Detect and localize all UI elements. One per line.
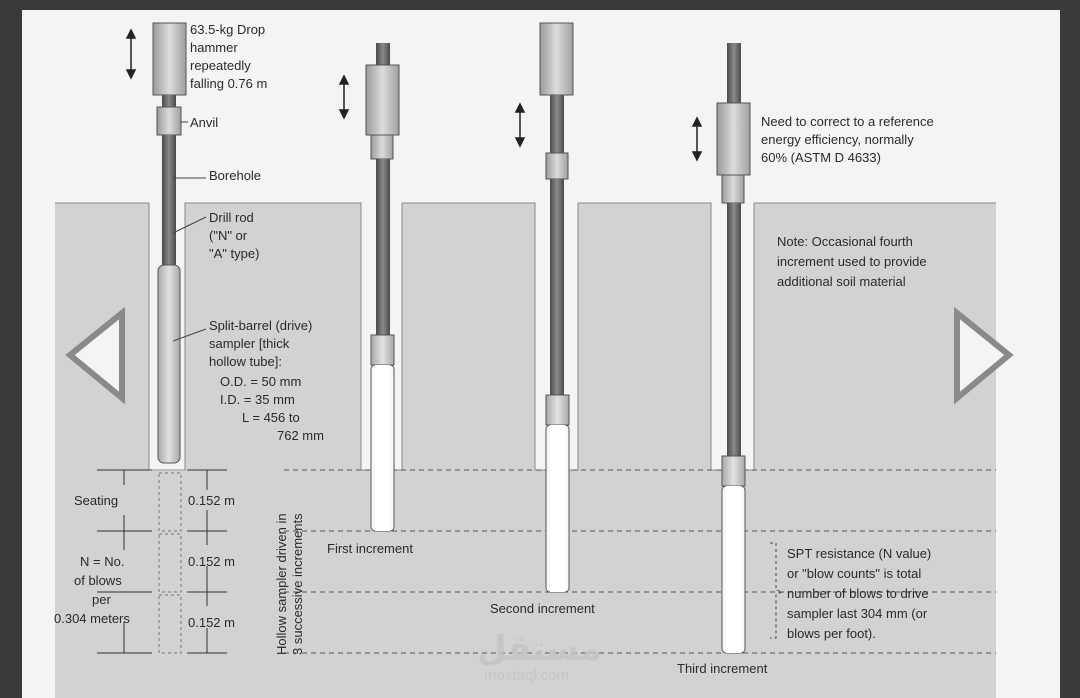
spt-note: SPT resistance (N value) — [787, 546, 931, 561]
increment-2-value: 0.152 m — [188, 554, 235, 569]
drop-hammer-2 — [365, 64, 400, 136]
increment-3-value: 0.152 m — [188, 615, 235, 630]
increment-1-value: 0.152 m — [188, 493, 235, 508]
n-label-3: per — [92, 592, 111, 607]
anvil-3 — [545, 152, 569, 180]
spt-note-4: sampler last 304 mm (or — [787, 606, 928, 621]
sampler-label-2: sampler [thick — [209, 336, 290, 351]
motion-arrow-2 — [338, 74, 350, 120]
diagram-canvas: 63.5-kg Drop hammer repeatedly falling 0… — [22, 10, 1060, 698]
drill-rod-label: Drill rod — [209, 210, 254, 225]
spt-note-5: blows per foot). — [787, 626, 876, 641]
labels: 63.5-kg Drop hammer repeatedly falling 0… — [54, 22, 934, 676]
fourth-increment-note-2: increment used to provide — [777, 254, 927, 269]
hammer-label: 63.5-kg Drop — [190, 22, 265, 37]
spt-diagram: 63.5-kg Drop hammer repeatedly falling 0… — [54, 22, 1014, 698]
stage-2-assembly — [365, 43, 400, 532]
anvil-4 — [721, 174, 745, 204]
stage-4-assembly — [716, 43, 751, 654]
increment-lines — [284, 469, 996, 654]
spt-note-3: number of blows to drive — [787, 586, 929, 601]
anvil-2 — [370, 134, 394, 160]
anvil-label: Anvil — [190, 115, 218, 130]
leader-lines-1 — [172, 121, 207, 342]
watermark-english: mostaql.com — [484, 667, 569, 684]
increment-scale — [97, 469, 227, 654]
borehole-label: Borehole — [209, 168, 261, 183]
sampler-id: I.D. = 35 mm — [220, 392, 295, 407]
stage-3-assembly — [539, 22, 574, 593]
motion-arrow-3 — [514, 102, 526, 148]
drop-hammer-1 — [152, 22, 187, 96]
drill-rod-label-2: ("N" or — [209, 228, 248, 243]
vertical-label: Hollow sampler driven in — [274, 513, 289, 655]
split-barrel-sampler-1 — [157, 264, 181, 464]
first-increment-label: First increment — [327, 541, 413, 556]
sampler-od: O.D. = 50 mm — [220, 374, 301, 389]
sampler-length-2: 762 mm — [277, 428, 324, 443]
stage-1-assembly — [152, 22, 187, 464]
energy-note-3: 60% (ASTM D 4633) — [761, 150, 881, 165]
hammer-label-4: falling 0.76 m — [190, 76, 267, 91]
fourth-increment-note: Note: Occasional fourth — [777, 234, 913, 249]
prev-arrow-icon[interactable] — [65, 306, 125, 405]
watermark-arabic: مستقل — [477, 629, 601, 669]
watermark: مستقل mostaql.com — [477, 629, 601, 684]
second-increment-label: Second increment — [490, 601, 595, 616]
third-increment-label: Third increment — [677, 661, 768, 676]
anvil-1 — [156, 106, 182, 136]
n-label: N = No. — [80, 554, 124, 569]
energy-note: Need to correct to a reference — [761, 114, 934, 129]
drill-rod-1 — [162, 135, 176, 265]
next-arrow-icon[interactable] — [954, 306, 1014, 405]
sampler-label-3: hollow tube]: — [209, 354, 282, 369]
vertical-label-2: 3 successive increments — [290, 513, 305, 655]
drop-hammer-3 — [539, 22, 574, 96]
n-label-4: 0.304 meters — [54, 611, 130, 626]
energy-note-2: energy efficiency, normally — [761, 132, 914, 147]
sampler-length: L = 456 to — [242, 410, 300, 425]
motion-arrow-1 — [125, 28, 137, 80]
hammer-label-2: hammer — [190, 40, 238, 55]
seating-label: Seating — [74, 493, 118, 508]
n-label-2: of blows — [74, 573, 122, 588]
drop-hammer-4 — [716, 102, 751, 176]
drill-rod-label-3: "A" type) — [209, 246, 259, 261]
spt-brace — [770, 542, 784, 639]
motion-arrow-4 — [691, 116, 703, 162]
sampler-label: Split-barrel (drive) — [209, 318, 312, 333]
fourth-increment-note-3: additional soil material — [777, 274, 906, 289]
spt-note-2: or "blow counts" is total — [787, 566, 921, 581]
hammer-label-3: repeatedly — [190, 58, 251, 73]
